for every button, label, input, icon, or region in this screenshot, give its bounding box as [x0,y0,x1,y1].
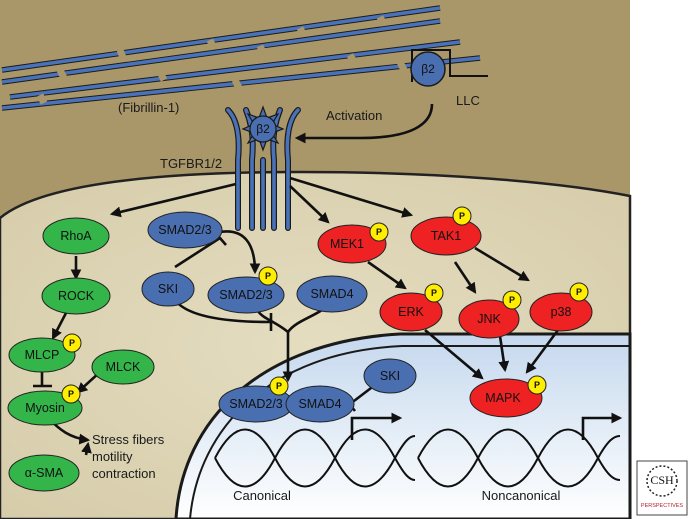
mlcp-label: MLCP [25,348,60,362]
phospho-badge-smad23-nuclear: P [269,376,289,396]
beta2-latent-label: β2 [421,62,435,76]
phospho-label-tak1: P [459,211,465,221]
phospho-label-smad23: P [265,271,271,281]
tak1-label: TAK1 [431,229,461,243]
active-beta2: β2 [241,105,285,152]
mek1-label: MEK1 [330,237,364,251]
activation-arrow [294,103,434,144]
phospho-label-p38: P [576,287,582,297]
receptor-label: TGFBR1/2 [160,156,222,171]
noncanonical-label: Noncanonical [482,488,561,503]
fibrillin-label: (Fibrillin-1) [118,100,179,115]
myosin-label: Myosin [25,401,65,415]
phospho-badge-p38: P [569,282,589,302]
node-mek1: MEK1 [317,224,387,264]
phospho-label-jnk: P [509,295,515,305]
llc-label: LLC [456,93,480,108]
alpha-sma-label: α-SMA [25,466,64,480]
mapk-label: MAPK [485,391,521,405]
phospho-label-mapk: P [534,380,540,390]
canonical-label: Canonical [233,488,291,503]
dna-helix-noncanonical [417,428,621,488]
smad23-top-label: SMAD2/3 [158,223,212,237]
rock-label: ROCK [58,289,95,303]
p38-label: p38 [551,305,572,319]
logo-csh-text: CSH [650,473,674,487]
phospho-label-myosin: P [68,389,74,399]
ski-left-label: SKI [158,282,178,296]
node-rhoa: RhoA [42,217,110,255]
phospho-badge-jnk: P [502,290,522,310]
erk-label: ERK [398,305,424,319]
phospho-label-mlcp: P [69,338,75,348]
dna-helix-canonical [214,428,416,488]
node-mlcp: MLCP [8,337,76,373]
stress-fibers-label-line2: motility [92,449,133,464]
phospho-badge-mlcp: P [62,333,82,353]
node-smad23-top: SMAD2/3 [147,211,223,249]
node-smad4: SMAD4 [296,275,368,313]
activation-label: Activation [326,108,382,123]
node-smad23-nuclear: SMAD2/3 [218,385,294,423]
smad4-nuclear-label: SMAD4 [298,397,341,411]
node-mlck: MLCK [91,349,155,385]
node-tak1: TAK1 [410,216,482,256]
node-rock: ROCK [41,277,111,315]
phospho-badge-smad23: P [258,266,278,286]
smad23-phospho-label: SMAD2/3 [219,288,273,302]
node-erk: ERK [379,292,443,332]
stress-fibers-label-line1: Stress fibers [92,432,165,447]
node-jnk: JNK [458,299,520,339]
phospho-badge-tak1: P [452,206,472,226]
signal-arrows [47,176,560,456]
jnk-label: JNK [477,312,501,326]
phospho-badges: P P P P P P P P [61,206,589,404]
node-p38: p38 [529,292,593,332]
mlck-label: MLCK [106,360,141,374]
phospho-label-mek1: P [376,227,382,237]
csh-perspectives-logo: CSH PERSPECTIVES [636,460,688,516]
fibrillin-fibrils [1,5,481,111]
phospho-badge-erk: P [424,283,444,303]
node-smad23-phospho: SMAD2/3 [207,276,285,314]
rhoa-label: RhoA [60,229,92,243]
phospho-label-smad23-nuclear: P [276,381,282,391]
phospho-label-erk: P [431,288,437,298]
logo-perspectives-text: PERSPECTIVES [641,503,684,509]
smad23-nuclear-label: SMAD2/3 [229,397,283,411]
stress-fibers-label-line3: contraction [92,466,156,481]
smad4-label: SMAD4 [310,287,353,301]
node-mapk: MAPK [469,378,543,418]
node-ski-nuclear: SKI [363,358,417,394]
node-ski-left: SKI [141,271,195,307]
phospho-badge-myosin: P [61,384,81,404]
node-alpha-sma: α-SMA [8,454,80,492]
latent-beta2: β2 [410,51,446,87]
beta2-active-label: β2 [256,122,270,136]
transcription-arrows [350,412,623,440]
node-smad4-nuclear: SMAD4 [285,385,355,423]
ski-nuclear-label: SKI [380,369,400,383]
phospho-badge-mapk: P [527,375,547,395]
phospho-badge-mek1: P [369,222,389,242]
llc-bracket [411,49,488,82]
